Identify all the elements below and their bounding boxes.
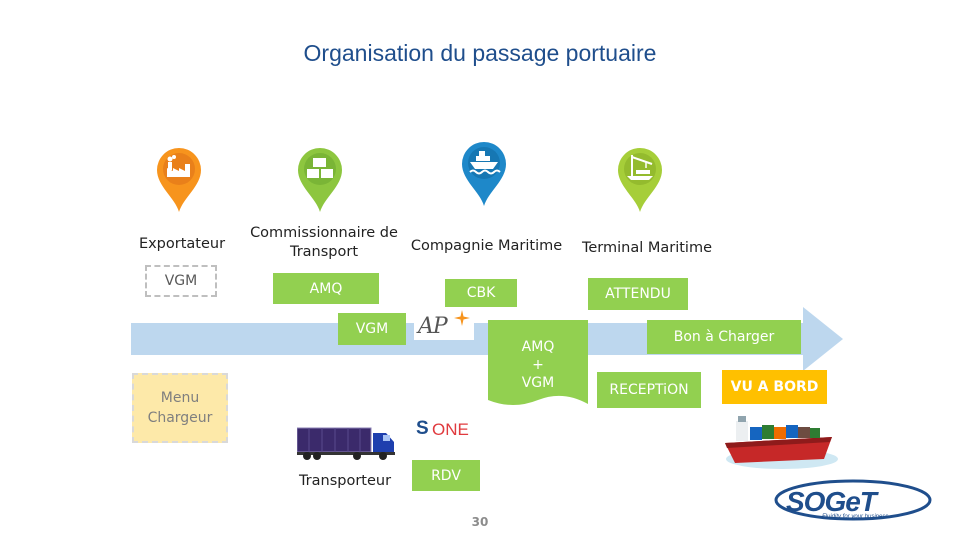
sone-logo: S ONE — [414, 418, 480, 442]
vu-a-bord-box: VU A BORD — [722, 370, 827, 404]
amq-vgm-flag-shape — [488, 320, 588, 405]
page-title: Organisation du passage portuaire — [303, 40, 657, 66]
attendu-box: ATTENDU — [588, 278, 688, 310]
cargo-ship-icon — [725, 416, 838, 469]
amq-vgm-line2: + — [532, 357, 544, 373]
actor-terminal-maritime: Terminal Maritime — [581, 240, 713, 256]
factory-icon — [157, 148, 201, 212]
cargo-boxes-icon — [298, 148, 342, 212]
soget-logo-tagline: Fluidity for your business — [822, 514, 889, 520]
actor-compagnie-maritime: Compagnie Maritime — [410, 238, 563, 254]
rdv-box: RDV — [412, 460, 480, 491]
menu-chargeur-line1: Menu — [160, 390, 200, 406]
amq-vgm-box: AMQ + VGM — [488, 338, 588, 392]
page-number: 30 — [471, 515, 489, 529]
truck-icon — [297, 427, 395, 460]
amq-box: AMQ — [273, 273, 379, 304]
vgm-commissionnaire-box: VGM — [338, 313, 406, 345]
ship-icon — [462, 142, 506, 206]
amq-vgm-line1: AMQ — [521, 339, 555, 355]
soget-logo-text: SOGeT — [786, 486, 877, 517]
menu-chargeur-box: Menu Chargeur — [132, 373, 228, 443]
actor-commissionnaire-line2: Transport — [289, 244, 359, 260]
actor-commissionnaire-line1: Commissionnaire de — [250, 225, 398, 241]
actor-exportateur: Exportateur — [138, 236, 226, 252]
ap-logo: AP — [414, 310, 474, 340]
sone-logo-one: ONE — [432, 420, 469, 439]
ap-logo-text: AP — [418, 314, 448, 339]
vgm-exportateur-box: VGM — [145, 265, 217, 297]
sone-logo-s: S — [416, 418, 429, 439]
ap-logo-star-icon — [454, 310, 470, 326]
amq-vgm-line3: VGM — [521, 375, 555, 391]
cbk-box: CBK — [445, 279, 517, 307]
actor-commissionnaire: Commissionnaire de Transport — [244, 224, 404, 262]
port-crane-icon — [618, 148, 662, 212]
reception-box: RECEPTiON — [597, 372, 701, 408]
actor-transporteur: Transporteur — [298, 473, 392, 489]
soget-logo-swoosh — [774, 479, 932, 521]
menu-chargeur-line2: Chargeur — [147, 410, 213, 426]
bon-a-charger-box: Bon à Charger — [647, 320, 801, 354]
